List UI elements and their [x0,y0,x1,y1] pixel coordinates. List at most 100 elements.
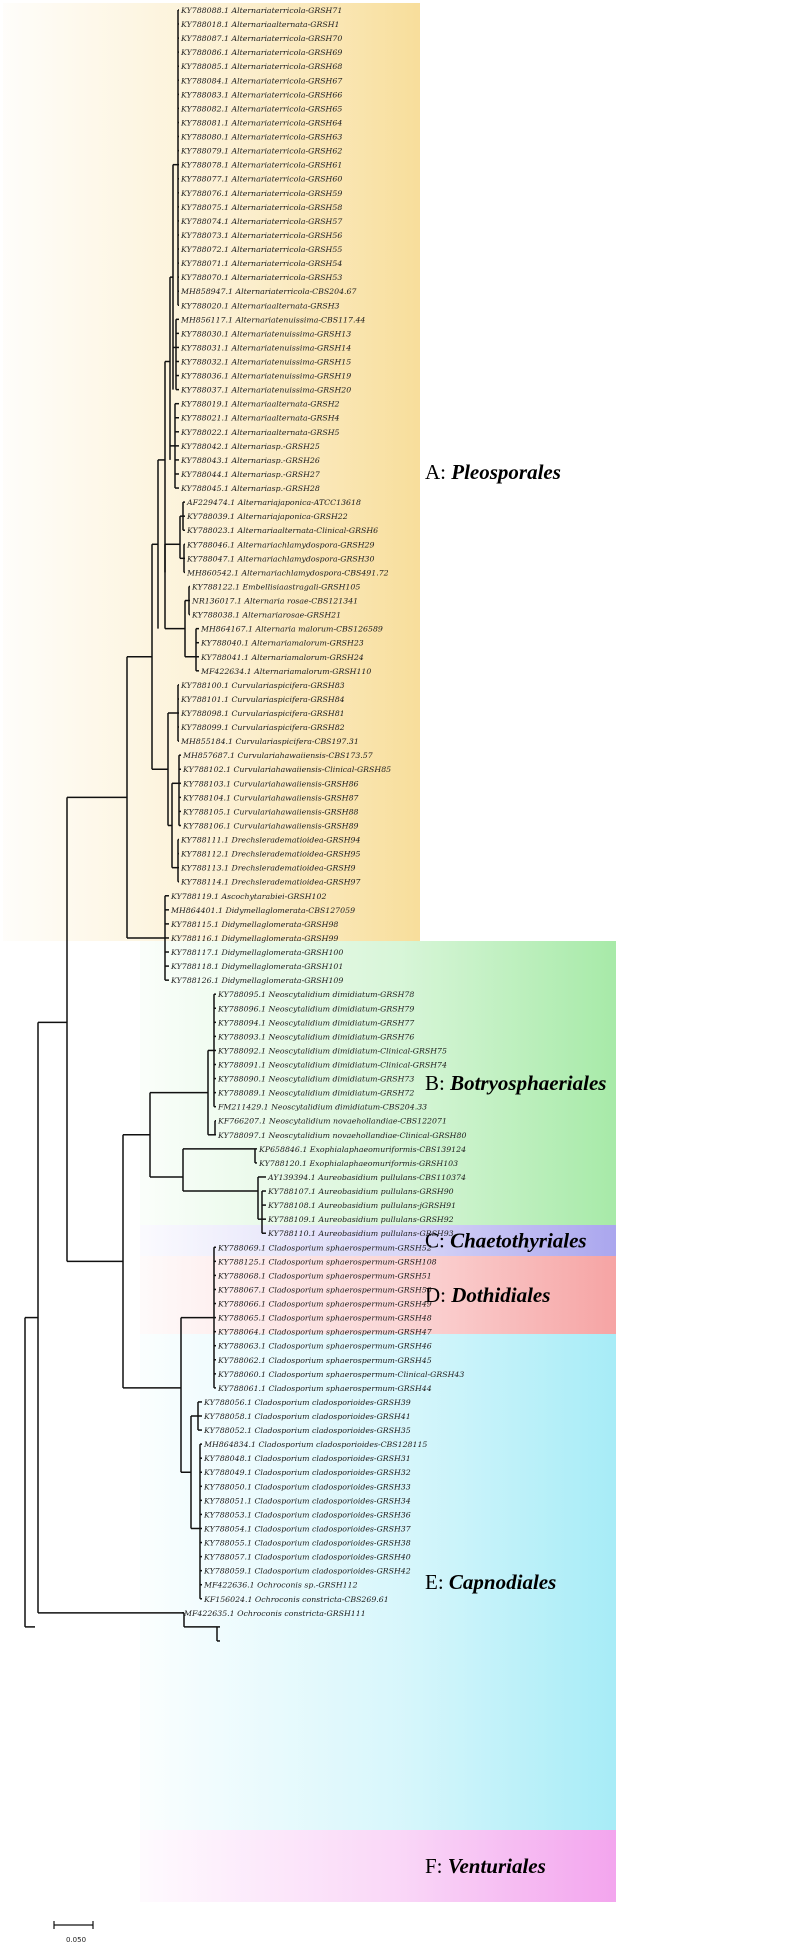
leaf-label: KY788036.1 Alternariatenuissima-GRSH19 [180,372,351,381]
clade-label: C: Chaetothyriales [425,1229,587,1253]
leaf-label: KY788050.1 Cladosporium cladosporioides-… [203,1482,411,1491]
leaf-label: KY788109.1 Aureobasidium pullulans-GRSH9… [267,1215,454,1224]
leaf-label: MH864401.1 Didymellaglomerata-CBS127059 [170,906,355,915]
leaf-label: KY788126.1 Didymellaglomerata-GRSH109 [170,976,343,985]
clade-band [140,1830,616,1902]
leaf-label: KY788079.1 Alternariaterricola-GRSH62 [180,147,342,156]
leaf-label: KY788048.1 Cladosporium cladosporioides-… [203,1454,411,1463]
clade-bands [3,3,616,1902]
leaf-label: KY788043.1 Alternariasp.-GRSH26 [180,456,320,465]
leaf-label: KY788113.1 Drechsleradematioidea-GRSH9 [180,864,355,873]
leaf-label: MH864167.1 Alternaria malorum-CBS126589 [200,625,383,634]
leaf-label: KY788023.1 Alternariaalternata-Clinical-… [186,526,378,535]
leaf-label: KY788067.1 Cladosporium sphaerospermum-G… [217,1285,432,1294]
leaf-label: KY788049.1 Cladosporium cladosporioides-… [203,1468,411,1477]
leaf-label: KY788056.1 Cladosporium cladosporioides-… [203,1398,411,1407]
leaf-label: KY788030.1 Alternariatenuissima-GRSH13 [180,329,351,338]
leaf-label: KY788125.1 Cladosporium sphaerospermum-G… [217,1257,437,1266]
leaf-label: KY788046.1 Alternariachlamydospora-GRSH2… [186,540,374,549]
leaf-label: KF766207.1 Neoscytalidium novaehollandia… [217,1117,447,1126]
clade-order: Chaetothyriales [450,1229,587,1253]
leaf-label: KY788040.1 Alternariamalorum-GRSH23 [200,639,364,648]
leaf-label: KY788085.1 Alternariaterricola-GRSH68 [180,62,342,71]
leaf-label: KY788041.1 Alternariamalorum-GRSH24 [200,653,364,662]
leaf-label: KY788020.1 Alternariaalternata-GRSH3 [180,301,340,310]
clade-letter: A: [425,460,451,484]
leaf-label: MF422635.1 Ochroconis constricta-GRSH111 [183,1609,366,1618]
leaf-label: KY788083.1 Alternariaterricola-GRSH66 [180,90,342,99]
leaf-label: KY788096.1 Neoscytalidium dimidiatum-GRS… [217,1004,414,1013]
leaf-label: AY139394.1 Aureobasidium pullulans-CBS11… [267,1173,466,1182]
leaf-label: KY788032.1 Alternariatenuissima-GRSH15 [180,358,351,367]
clade-letter: C: [425,1229,450,1253]
leaf-label: KY788074.1 Alternariaterricola-GRSH57 [180,217,342,226]
leaf-label: KY788098.1 Curvulariaspicifera-GRSH81 [180,709,345,718]
leaf-label: KY788094.1 Neoscytalidium dimidiatum-GRS… [217,1018,414,1027]
leaf-label: KY788052.1 Cladosporium cladosporioides-… [203,1426,411,1435]
leaf-label: KY788101.1 Curvulariaspicifera-GRSH84 [180,695,345,704]
leaf-label: KY788058.1 Cladosporium cladosporioides-… [203,1412,411,1421]
leaf-label: KY788019.1 Alternariaalternata-GRSH2 [180,400,340,409]
leaf-label: KY788115.1 Didymellaglomerata-GRSH98 [170,920,338,929]
leaf-label: KY788064.1 Cladosporium sphaerospermum-G… [217,1328,432,1337]
leaf-label: KF156024.1 Ochroconis constricta-CBS269.… [203,1595,389,1604]
leaf-label: KY788063.1 Cladosporium sphaerospermum-G… [217,1342,432,1351]
clade-label: E: Capnodiales [425,1570,556,1594]
leaf-label: KY788068.1 Cladosporium sphaerospermum-G… [217,1271,432,1280]
leaf-label: KY788080.1 Alternariaterricola-GRSH63 [180,133,342,142]
leaf-label: KY788091.1 Neoscytalidium dimidiatum-Cli… [217,1061,447,1070]
leaf-label: KY788099.1 Curvulariaspicifera-GRSH82 [180,723,345,732]
clade-label: B: Botryosphaeriales [425,1071,606,1095]
leaf-label: KY788069.1 Cladosporium sphaerospermum-G… [217,1243,432,1252]
leaf-label: KY788087.1 Alternariaterricola-GRSH70 [180,34,342,43]
leaf-label: KY788065.1 Cladosporium sphaerospermum-G… [217,1314,432,1323]
clade-label: F: Venturiales [425,1854,546,1878]
leaf-label: KY788066.1 Cladosporium sphaerospermum-G… [217,1300,432,1309]
leaf-label: KY788055.1 Cladosporium cladosporioides-… [203,1539,411,1548]
leaf-label: KY788037.1 Alternariatenuissima-GRSH20 [180,386,351,395]
clade-order: Venturiales [448,1854,546,1878]
leaf-label: KY788100.1 Curvulariaspicifera-GRSH83 [180,681,345,690]
leaf-label: KY788042.1 Alternariasp.-GRSH25 [180,442,320,451]
leaf-label: KY788117.1 Didymellaglomerata-GRSH100 [170,948,343,957]
leaf-label: MH855184.1 Curvulariaspicifera-CBS197.31 [180,737,359,746]
leaf-label: MH857687.1 Curvulariahawaiiensis-CBS173.… [182,751,373,760]
leaf-label: KY788088.1 Alternariaterricola-GRSH71 [180,6,342,15]
leaf-label: KY788086.1 Alternariaterricola-GRSH69 [180,48,342,57]
leaf-label: KP658846.1 Exophialaphaeomuriformis-CBS1… [258,1145,466,1154]
leaf-label: KY788047.1 Alternariachlamydospora-GRSH3… [186,554,374,563]
leaf-label: KY788077.1 Alternariaterricola-GRSH60 [180,175,342,184]
leaf-label: KY788053.1 Cladosporium cladosporioides-… [203,1510,411,1519]
leaf-label: KY788062.1 Cladosporium sphaerospermum-G… [217,1356,432,1365]
leaf-label: KY788097.1 Neoscytalidium novaehollandia… [217,1131,466,1140]
leaf-label: KY788076.1 Alternariaterricola-GRSH59 [180,189,342,198]
leaf-label: KY788108.1 Aureobasidium pullulans-jGRSH… [267,1201,456,1210]
leaf-label: KY788112.1 Drechsleradematioidea-GRSH95 [180,850,360,859]
leaf-label: KY788054.1 Cladosporium cladosporioides-… [203,1524,411,1533]
clade-letter: E: [425,1570,449,1594]
leaf-label: KY788044.1 Alternariasp.-GRSH27 [180,470,320,479]
leaf-label: KY788021.1 Alternariaalternata-GRSH4 [180,414,340,423]
leaf-label: KY788018.1 Alternariaalternata-GRSH1 [180,20,340,29]
leaf-label: KY788038.1 Alternariarosae-GRSH21 [191,611,341,620]
leaf-label: KY788070.1 Alternariaterricola-GRSH53 [180,273,342,282]
leaf-label: KY788089.1 Neoscytalidium dimidiatum-GRS… [217,1089,414,1098]
clade-band [140,941,616,1225]
clade-order: Pleosporales [450,460,561,484]
clade-label: A: Pleosporales [425,460,561,484]
leaf-label: FM211429.1 Neoscytalidium dimidiatum-CBS… [217,1103,427,1112]
leaf-label: KY788119.1 Ascochytarabiei-GRSH102 [170,892,326,901]
leaf-label: KY788095.1 Neoscytalidium dimidiatum-GRS… [217,990,414,999]
leaf-label: KY788045.1 Alternariasp.-GRSH28 [180,484,320,493]
leaf-label: KY788102.1 Curvulariahawaiiensis-Clinica… [182,765,391,774]
leaf-label: KY788081.1 Alternariaterricola-GRSH64 [180,118,342,127]
leaf-label: KY788031.1 Alternariatenuissima-GRSH14 [180,343,351,352]
leaf-label: KY788059.1 Cladosporium cladosporioides-… [203,1567,411,1576]
leaf-label: KY788106.1 Curvulariahawaiiensis-GRSH89 [182,821,359,830]
leaf-label: KY788111.1 Drechsleradematioidea-GRSH94 [180,836,360,845]
leaf-label: KY788057.1 Cladosporium cladosporioides-… [203,1553,411,1562]
leaf-label: KY788084.1 Alternariaterricola-GRSH67 [180,76,342,85]
clade-band [3,3,420,941]
